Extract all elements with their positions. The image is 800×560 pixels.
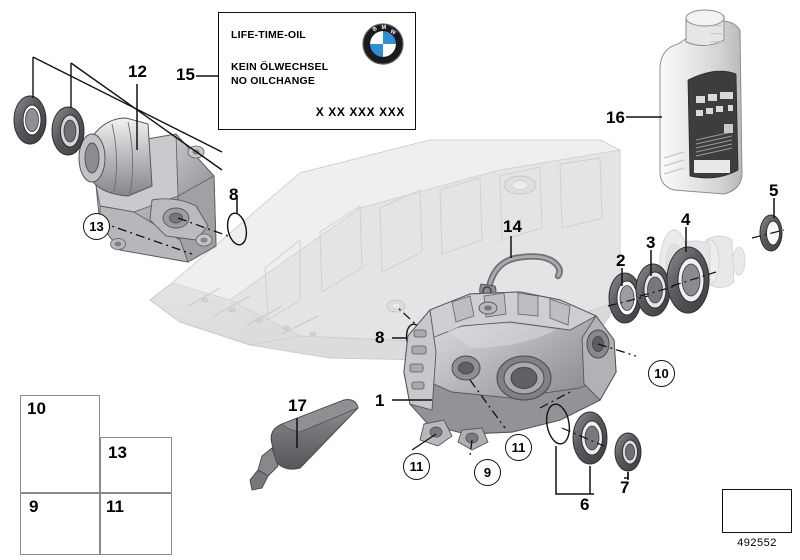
legend-cell-9 [20, 493, 100, 555]
leader-9-housing [469, 439, 473, 457]
axis-7-dash [561, 427, 605, 447]
bmw-roundel-icon: B M W [362, 23, 404, 65]
leader-lines-left [32, 56, 223, 171]
front-differential-housing [403, 291, 618, 451]
axis-right-rings [607, 229, 785, 307]
legend-cell-13 [100, 437, 172, 493]
callout-6: 6 [580, 495, 590, 514]
callout-15: 15 [176, 65, 195, 84]
shaft-seal-ring-outer [13, 95, 47, 145]
label-line-3: NO OILCHANGE [231, 75, 316, 87]
drawing-number: 492552 [737, 537, 777, 549]
circled-callout-9: 9 [474, 459, 501, 486]
callout-14: 14 [503, 217, 522, 236]
circled-callout-13: 13 [83, 213, 110, 240]
callout-16: 16 [606, 108, 625, 127]
leader-10-housing [597, 343, 637, 357]
legend-number-10: 10 [27, 399, 46, 418]
legend-cell-11 [100, 493, 172, 555]
label-line-1: LIFE-TIME-OIL [231, 29, 306, 41]
callout-1: 1 [375, 391, 385, 410]
oil-change-label-card: LIFE-TIME-OIL KEIN ÖLWECHSEL NO OILCHANG… [218, 12, 416, 130]
callout-2: 2 [616, 251, 626, 270]
callout-8-lower: 8 [375, 328, 385, 347]
ring-2-o-ring-seal [608, 272, 642, 324]
legend-cell-10 [20, 395, 100, 493]
oring-8-upper [226, 212, 248, 246]
callout-3: 3 [646, 233, 656, 252]
leaders-right-rings [621, 198, 775, 286]
leader-13 [99, 221, 193, 255]
callout-7: 7 [620, 478, 630, 497]
legend-number-13: 13 [108, 443, 127, 462]
ring-3-shaft-seal [635, 263, 671, 317]
svg-text:W: W [389, 29, 397, 37]
callout-17: 17 [288, 396, 307, 415]
gear-oil-bottle [659, 9, 743, 195]
label-line-2: KEIN ÖLWECHSEL [231, 61, 329, 73]
ring-4-large-shaft-seal [666, 246, 710, 314]
legend-number-11: 11 [106, 497, 124, 516]
callout-8-upper: 8 [229, 185, 239, 204]
differential-support-bracket [78, 117, 217, 263]
label-part-code: X XX XXX XXX [315, 105, 405, 119]
legend-number-9: 9 [29, 497, 39, 516]
leader-bracket-bolt [177, 217, 229, 237]
axis-6-dash [539, 391, 571, 409]
sealant-tube [249, 399, 359, 491]
circled-callout-11a: 11 [505, 434, 532, 461]
callout-4: 4 [681, 210, 691, 229]
oring-6 [545, 403, 571, 445]
view-direction-box [722, 489, 792, 533]
leader-11b [411, 433, 437, 451]
ring-7b-collar [614, 432, 642, 472]
callout-12: 12 [128, 62, 147, 81]
shaft-seal-ring-inner [51, 106, 85, 156]
svg-text:M: M [382, 25, 387, 31]
svg-text:B: B [372, 26, 379, 33]
circled-callout-10: 10 [648, 360, 675, 387]
callout-5: 5 [769, 181, 779, 200]
ring-7-output-shaft-seal [572, 411, 608, 465]
circled-callout-11b: 11 [403, 453, 430, 480]
